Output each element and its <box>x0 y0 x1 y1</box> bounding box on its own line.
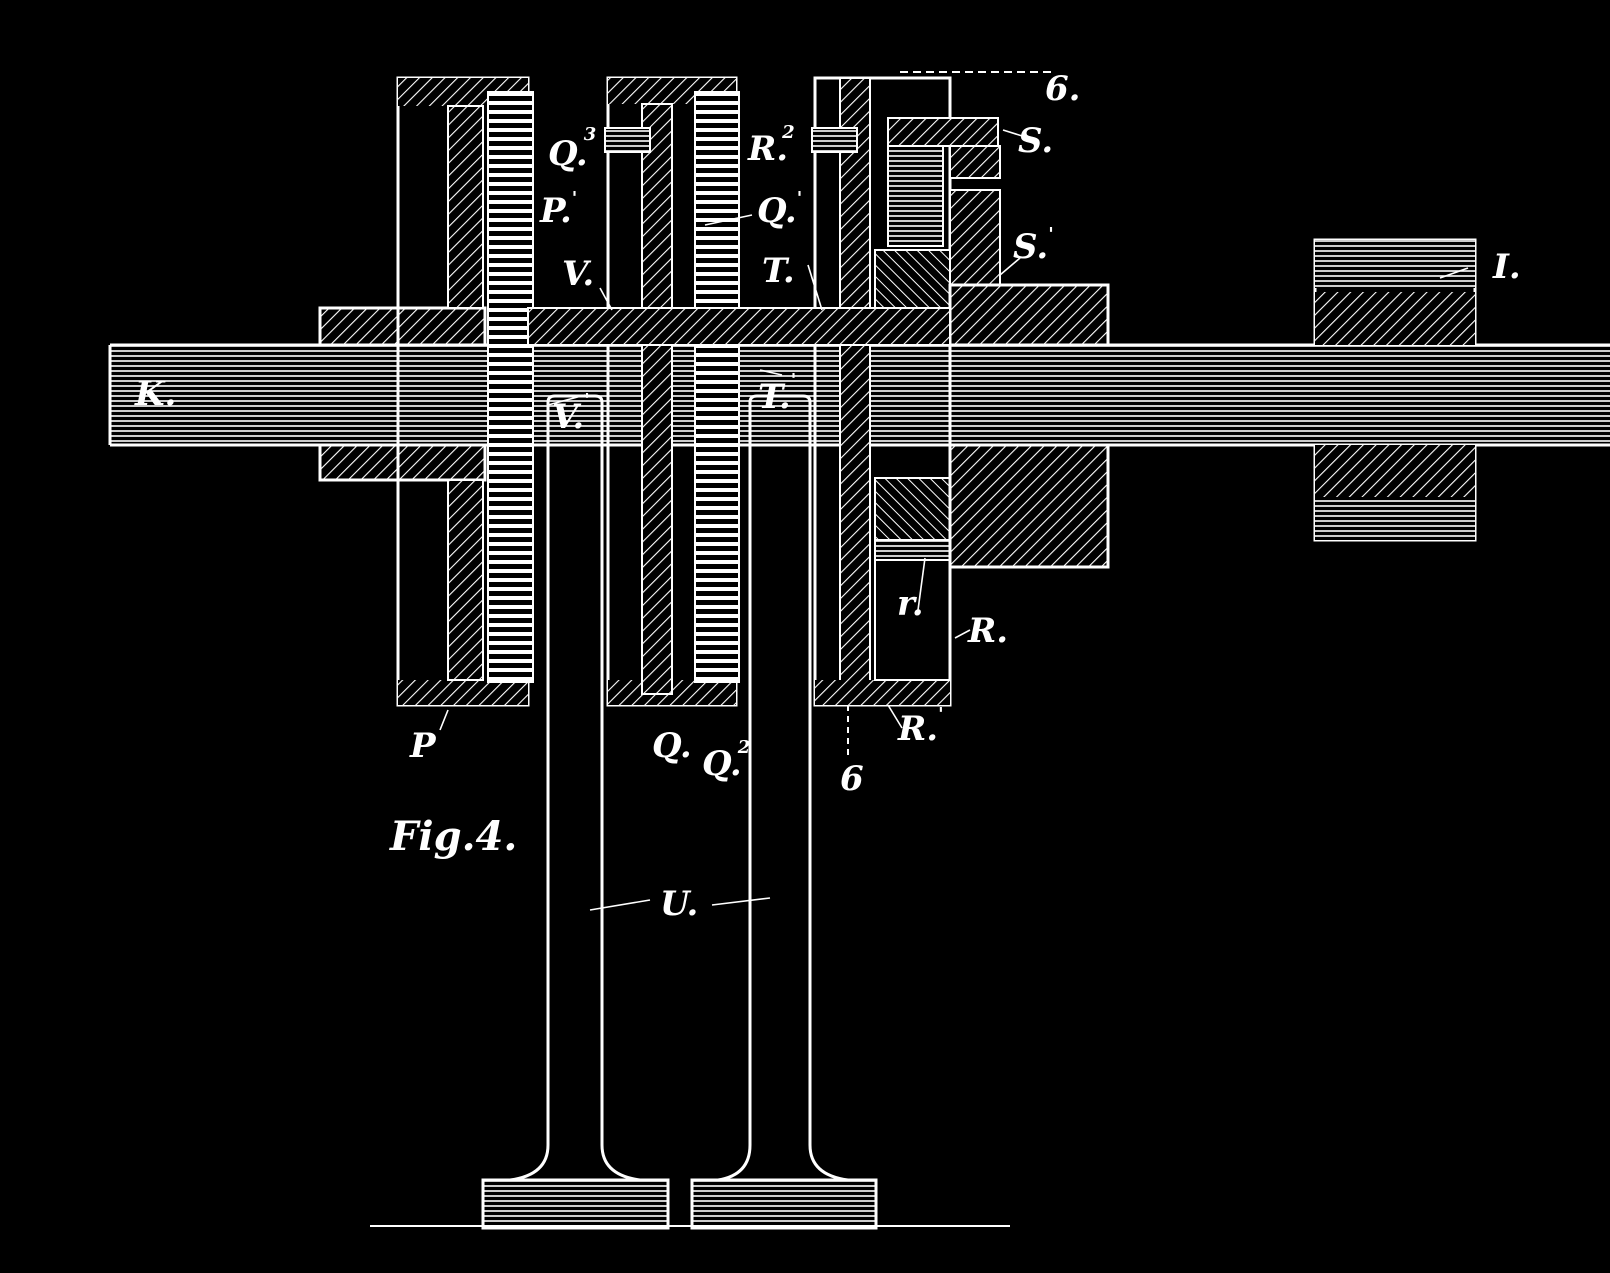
section-mark-top: 6. <box>1045 69 1081 109</box>
wheel-r <box>811 76 952 707</box>
label-p1: P.' <box>539 188 577 231</box>
label-s: S. <box>1018 121 1053 161</box>
label-u: U. <box>660 884 698 924</box>
pinion-s <box>887 117 1001 247</box>
lever-u-right <box>690 394 878 1230</box>
labels: K. P P.' Q.3 Q.' Q. Q.2 R.2 S. S.' V. V.… <box>134 69 1521 924</box>
section-mark-bottom: 6 <box>840 759 864 799</box>
section-line-6 <box>847 71 1052 755</box>
label-v: V. <box>562 254 594 294</box>
label-v1: V.' <box>552 390 590 437</box>
label-t1: T.' <box>758 370 796 417</box>
label-r: R. <box>967 611 1008 651</box>
label-q1: Q.' <box>757 188 802 231</box>
label-k: K. <box>134 374 176 414</box>
label-q: Q. <box>652 726 692 766</box>
lever-u-left <box>481 394 670 1230</box>
label-t: T. <box>762 251 795 291</box>
label-i: I. <box>1492 247 1521 287</box>
wheel-p <box>396 76 534 707</box>
label-r2: R.2 <box>747 122 795 169</box>
leader-lines <box>439 129 1469 911</box>
gear-i <box>1313 238 1477 542</box>
label-q2: Q.2 <box>702 737 750 784</box>
label-p: P <box>409 726 437 766</box>
label-r1: R.' <box>897 704 944 749</box>
figure-title: Fig.4. <box>389 813 517 860</box>
carrier-s1 <box>948 189 1110 569</box>
label-q3: Q.3 <box>548 124 596 174</box>
label-r-small: r. <box>897 584 924 624</box>
label-s1: S.' <box>1013 224 1054 267</box>
collar <box>527 307 951 346</box>
hub-p <box>318 306 487 482</box>
wheel-q <box>604 76 740 707</box>
